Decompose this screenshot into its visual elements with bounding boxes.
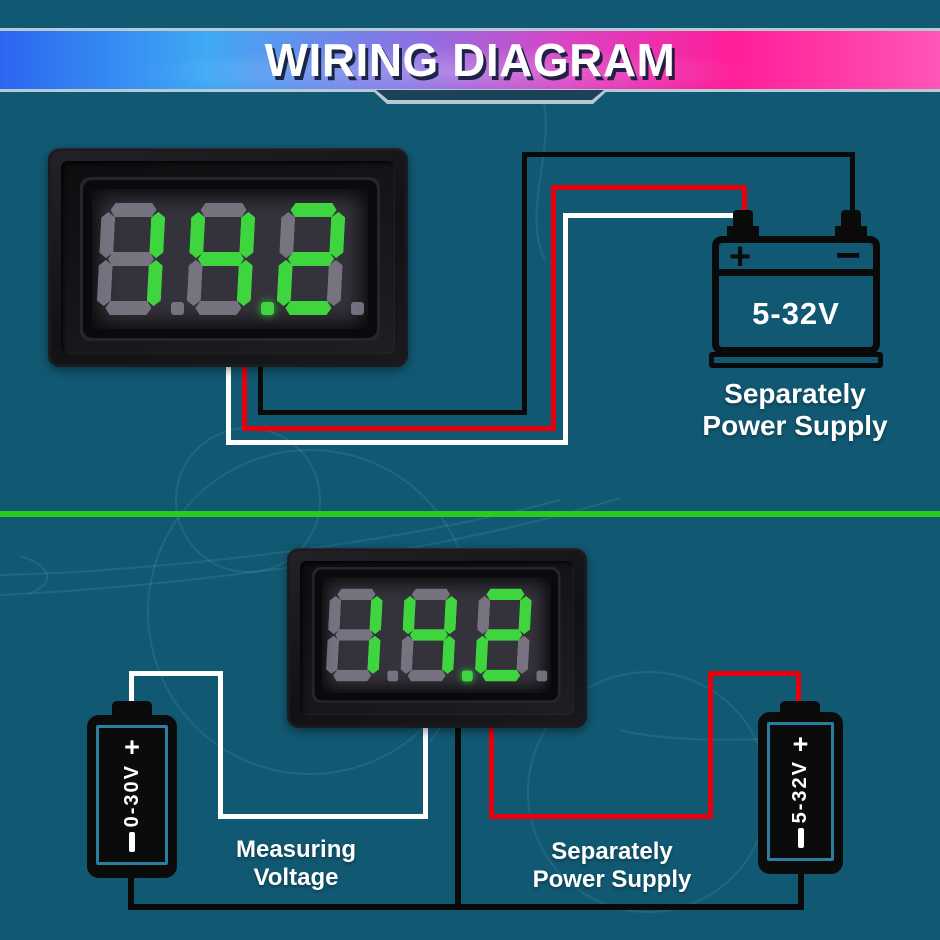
seven-seg-digit	[276, 203, 346, 315]
page-title: WIRING DIAGRAM	[264, 34, 676, 86]
wire-red-segment	[489, 814, 713, 819]
battery-divider-line	[712, 269, 880, 276]
wire-white-segment	[218, 671, 223, 819]
power-supply-caption-bottom: Separately Power Supply	[487, 838, 737, 894]
wire-white-segment	[226, 367, 231, 445]
decimal-point	[536, 670, 548, 682]
minus-symbol	[129, 832, 135, 852]
caption-line: Measuring	[235, 836, 357, 863]
caption-line: Power Supply	[532, 866, 692, 893]
seven-seg-digit	[474, 589, 532, 682]
decimal-point	[461, 670, 473, 682]
section-divider	[0, 511, 940, 517]
seven-seg-digit	[96, 203, 166, 315]
wire-black-segment	[128, 875, 134, 908]
decimal-point	[351, 302, 364, 315]
wire-red-segment	[796, 671, 801, 704]
plus-symbol: +	[124, 732, 140, 762]
seven-seg-digit	[400, 589, 458, 682]
voltmeter-top	[48, 148, 408, 367]
wire-white-segment	[129, 671, 223, 676]
minus-symbol	[797, 828, 804, 848]
wire-white-segment	[563, 213, 568, 445]
battery-positive-post	[733, 210, 753, 228]
wire-black-segment	[850, 152, 855, 212]
wire-white-segment	[226, 440, 568, 445]
wire-red-segment	[708, 671, 801, 676]
battery-voltage-label: 5-32V	[789, 760, 811, 824]
title-banner: WIRING DIAGRAM	[0, 28, 940, 92]
measure-battery-panel: + 0-30V	[96, 725, 168, 865]
wire-white-segment	[423, 727, 428, 819]
power-supply-caption: Separately Power Supply	[664, 378, 926, 442]
wire-black-segment	[258, 410, 527, 415]
wire-black-segment	[258, 367, 263, 415]
seven-seg-digit	[325, 589, 383, 682]
measure-battery-terminal	[112, 701, 152, 718]
wire-black-bus	[128, 904, 804, 910]
decimal-point	[387, 670, 399, 682]
seven-seg-digit	[186, 203, 256, 315]
seven-segment-display	[322, 577, 551, 693]
power-battery: + 5-32V	[758, 712, 843, 874]
power-battery-panel: + 5-32V	[767, 722, 834, 861]
plus-symbol: +	[792, 729, 809, 759]
battery-negative-post	[841, 210, 861, 228]
wire-white-segment	[218, 814, 428, 819]
wire-white-segment	[129, 671, 134, 704]
banner-tab	[376, 90, 604, 100]
seven-segment-display	[92, 189, 368, 329]
battery-voltage-label: 0-30V	[120, 763, 143, 828]
wire-red-segment	[551, 185, 747, 190]
battery-positive-post-base	[727, 226, 759, 238]
caption-line: Power Supply	[702, 410, 888, 441]
wire-red-segment	[742, 185, 747, 213]
battery-voltage-label: 5-32V	[752, 296, 840, 331]
wire-red-segment	[489, 727, 494, 819]
decimal-point	[171, 302, 184, 315]
wire-black-segment	[455, 727, 461, 910]
power-battery-terminal	[780, 701, 820, 715]
display-scale-wrapper	[322, 577, 551, 693]
decimal-point	[261, 302, 274, 315]
measure-battery: + 0-30V	[87, 715, 177, 878]
wire-red-segment	[242, 367, 247, 431]
wire-red-segment	[242, 426, 556, 431]
minus-symbol: −	[835, 231, 861, 280]
measuring-voltage-caption: Measuring Voltage	[186, 836, 406, 892]
caption-line: Separately	[724, 378, 866, 409]
caption-line: Separately	[551, 838, 673, 865]
wire-red-segment	[708, 671, 713, 819]
wire-black-segment	[522, 152, 527, 415]
battery-negative-post-base	[835, 226, 867, 238]
voltmeter-bottom	[287, 548, 587, 728]
plus-symbol: +	[729, 236, 752, 278]
wire-black-segment	[798, 871, 804, 909]
wire-black-segment	[522, 152, 855, 157]
battery-base	[709, 352, 883, 368]
power-supply-battery: + − 5-32V	[712, 231, 880, 354]
wire-white-segment	[563, 213, 733, 218]
caption-line: Voltage	[253, 864, 339, 891]
wire-red-segment	[551, 185, 556, 431]
